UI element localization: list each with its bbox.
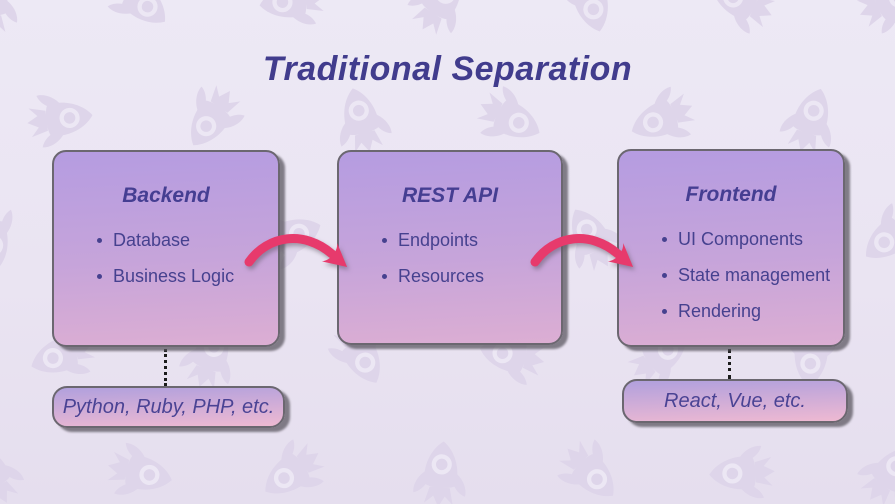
connector-line-backend [164,349,167,386]
backend-tech-text: Python, Ruby, PHP, etc. [62,395,275,418]
list-item: Rendering [662,300,837,322]
bullet-dot [662,308,667,314]
list-item-label: Endpoints [398,230,479,250]
frontend-card-title: Frontend [685,183,777,206]
list-item: UI Components [662,228,837,250]
bullet-dot [662,272,667,278]
page-title: Traditional Separation [262,50,633,88]
list-item-label: Resources [398,266,485,286]
bullet-dot [382,237,387,243]
frontend-tech-text: React, Vue, etc. [664,389,806,412]
connector-line-frontend [728,349,731,379]
backend-card-title: Backend [122,184,210,207]
list-item-label: Rendering [678,301,762,321]
list-item-label: UI Components [678,229,804,249]
bullet-dot [97,237,102,243]
list-item-label: Business Logic [113,266,235,286]
bullet-dot [97,273,102,279]
curved-arrow-icon [244,234,348,267]
frontend-list: UI Components State management Rendering [619,228,843,322]
list-item-label: Database [113,230,191,250]
frontend-tech-label: React, Vue, etc. [622,379,848,423]
rest-api-card-title: REST API [401,184,499,207]
frontend-card: Frontend UI Components State management … [617,149,845,347]
list-item-label: State management [678,265,831,285]
bullet-dot [662,236,667,242]
backend-tech-label: Python, Ruby, PHP, etc. [52,386,285,428]
bullet-dot [382,273,387,279]
curved-arrow-icon [530,234,634,267]
list-item: State management [662,264,837,286]
